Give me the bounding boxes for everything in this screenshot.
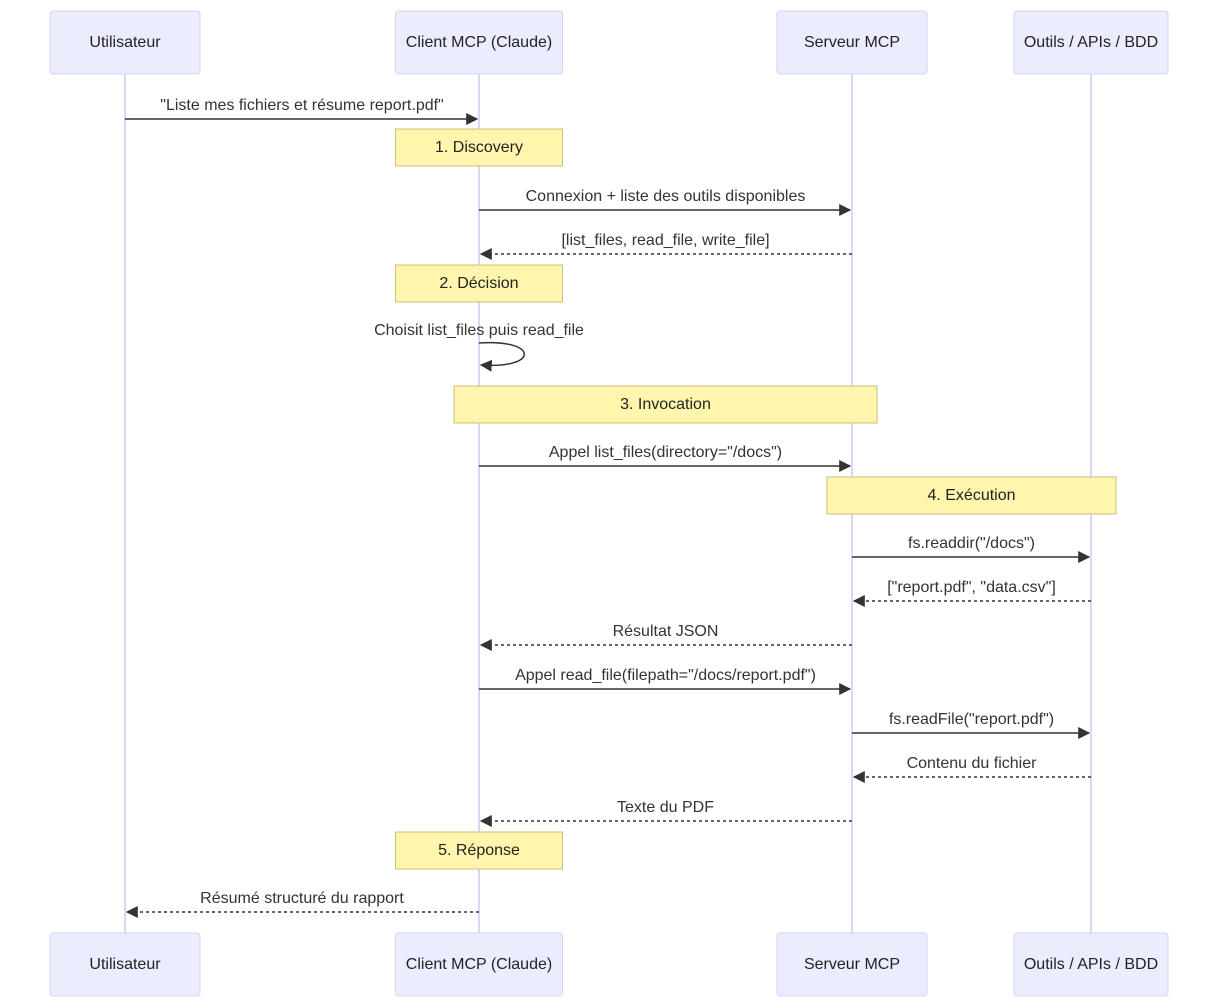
actor-label: Client MCP (Claude): [406, 956, 552, 973]
actor-user-bottom: Utilisateur: [49, 932, 201, 997]
actor-label: Outils / APIs / BDD: [1024, 956, 1158, 973]
message-label: Résumé structuré du rapport: [200, 890, 404, 907]
message-label: fs.readFile("report.pdf"): [889, 711, 1054, 728]
actor-tools-top: Outils / APIs / BDD: [1013, 10, 1169, 75]
message-label: Connexion + liste des outils disponibles: [526, 188, 806, 205]
message: Résultat JSON: [479, 623, 852, 651]
note-box: 1. Discovery: [395, 128, 563, 167]
actor-user-top: Utilisateur: [49, 10, 201, 75]
message-label: [list_files, read_file, write_file]: [561, 232, 769, 249]
message: "Liste mes fichiers et résume report.pdf…: [125, 97, 479, 125]
message-label: ["report.pdf", "data.csv"]: [887, 579, 1056, 596]
note-box: 3. Invocation: [453, 385, 878, 424]
actor-label: Utilisateur: [89, 956, 161, 973]
message: fs.readdir("/docs"): [852, 535, 1091, 563]
message-label: Appel read_file(filepath="/docs/report.p…: [515, 667, 816, 684]
message: Texte du PDF: [479, 799, 852, 827]
message: fs.readFile("report.pdf"): [852, 711, 1091, 739]
message: Connexion + liste des outils disponibles: [479, 188, 852, 216]
actor-client-bottom: Client MCP (Claude): [395, 932, 563, 997]
actor-label: Client MCP (Claude): [406, 34, 552, 51]
note-label: 1. Discovery: [435, 139, 523, 156]
self-arrow: [478, 341, 525, 372]
actor-label: Outils / APIs / BDD: [1024, 34, 1158, 51]
message-label: Texte du PDF: [617, 799, 714, 816]
note-box: 5. Réponse: [395, 831, 563, 870]
message: [list_files, read_file, write_file]: [479, 232, 852, 260]
note-box: 2. Décision: [395, 264, 563, 303]
message: ["report.pdf", "data.csv"]: [852, 579, 1091, 607]
actor-label: Utilisateur: [89, 34, 161, 51]
self-message: Choisit list_files puis read_file: [374, 322, 584, 372]
note-label: 2. Décision: [439, 275, 518, 292]
note-label: 4. Exécution: [927, 487, 1015, 504]
message-label: fs.readdir("/docs"): [908, 535, 1035, 552]
message: Résumé structuré du rapport: [125, 890, 479, 918]
message: Appel list_files(directory="/docs"): [479, 444, 852, 472]
message: Contenu du fichier: [852, 755, 1091, 783]
message-label: Contenu du fichier: [907, 755, 1038, 772]
note-label: 5. Réponse: [438, 842, 520, 859]
message: Appel read_file(filepath="/docs/report.p…: [479, 667, 852, 695]
actor-label: Serveur MCP: [804, 956, 900, 973]
actor-server-top: Serveur MCP: [776, 10, 928, 75]
note-label: 3. Invocation: [620, 396, 711, 413]
actor-tools-bottom: Outils / APIs / BDD: [1013, 932, 1169, 997]
actor-client-top: Client MCP (Claude): [395, 10, 563, 75]
message-label: Appel list_files(directory="/docs"): [549, 444, 782, 461]
message-label: Résultat JSON: [613, 623, 719, 640]
message-label: Choisit list_files puis read_file: [374, 322, 584, 339]
message-label: "Liste mes fichiers et résume report.pdf…: [160, 97, 443, 114]
note-box: 4. Exécution: [826, 476, 1117, 515]
actor-label: Serveur MCP: [804, 34, 900, 51]
actor-server-bottom: Serveur MCP: [776, 932, 928, 997]
